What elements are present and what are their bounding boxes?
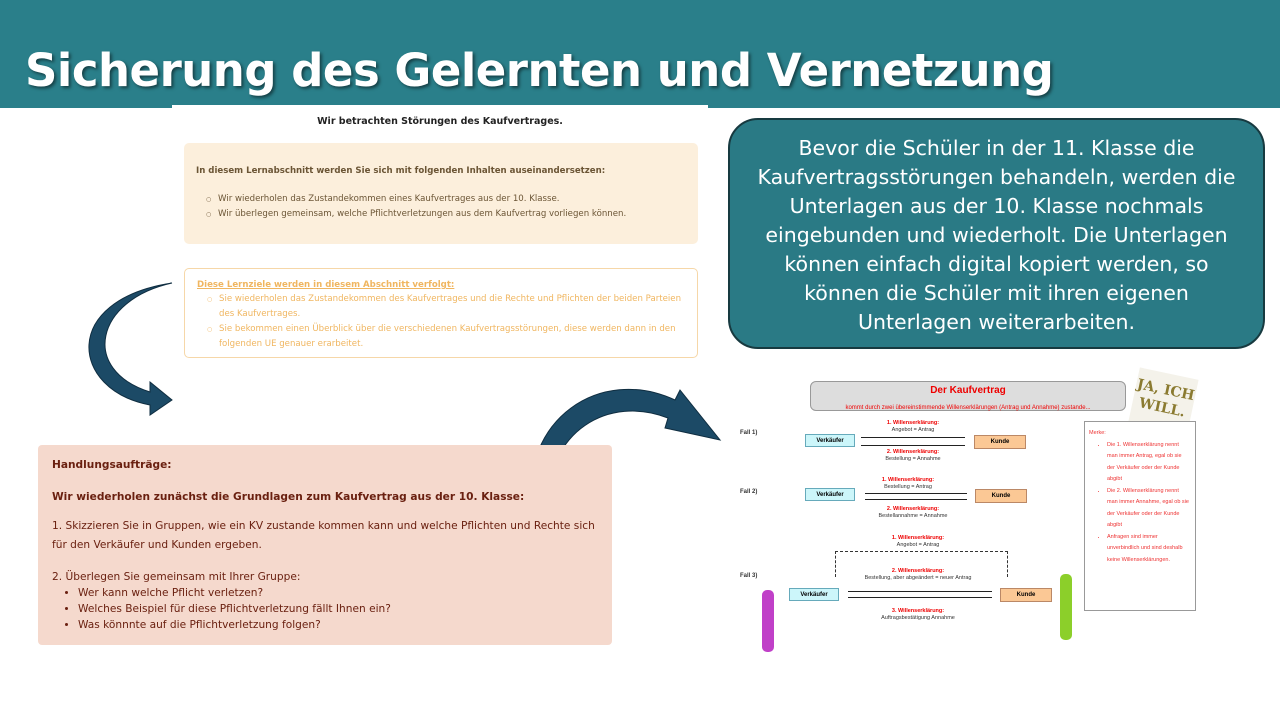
- seller-box: Verkäufer: [789, 588, 839, 601]
- case-second-text: Bestellannahme = Annahme: [878, 513, 948, 519]
- arrow-right: [865, 499, 967, 500]
- seller-box: Verkäufer: [805, 434, 855, 447]
- case-first-label: 1. Willenserklärung:: [881, 477, 935, 483]
- seller-box: Verkäufer: [805, 488, 855, 501]
- task-bullet: Wer kann welche Pflicht verletzen?: [78, 585, 598, 601]
- case-label: Fall 1): [740, 430, 758, 436]
- task-2: 2. Überlegen Sie gemeinsam mit Ihrer Gru…: [52, 571, 301, 583]
- customer-box: Kunde: [1000, 588, 1052, 602]
- merke-item: Die 2. Willenserklärung nennt man immer …: [1107, 486, 1191, 532]
- diagram-title: Der Kaufvertrag: [930, 385, 1006, 396]
- tasks-subtitle: Wir wiederholen zunächst die Grundlagen …: [52, 491, 525, 503]
- task-1: 1. Skizzieren Sie in Gruppen, wie ein KV…: [52, 520, 595, 551]
- arrow-left: [865, 493, 967, 494]
- merke-item: Anfragen sind immer unverbindlich und si…: [1107, 532, 1191, 567]
- goals-box: Diese Lernziele werden in diesem Abschni…: [184, 268, 698, 358]
- panel-heading: Wir betrachten Störungen des Kaufvertrag…: [317, 116, 563, 127]
- goals-title: Diese Lernziele werden in diesem Abschni…: [197, 280, 455, 290]
- case-first-text: Angebot = Antrag: [896, 542, 940, 548]
- goals-item: Sie wiederholen das Zustandekommen des K…: [207, 292, 685, 322]
- lesson-panel: Wir betrachten Störungen des Kaufvertrag…: [172, 105, 708, 363]
- merke-box: Merke: Die 1. Willenserklärung nennt man…: [1084, 421, 1196, 611]
- tasks-title: Handlungsaufträge:: [52, 459, 172, 471]
- dashed-link: [835, 551, 1008, 577]
- case-second-label: 2. Willenserklärung:: [886, 506, 940, 512]
- tasks-box: Handlungsaufträge: Wir wiederholen zunäc…: [38, 445, 612, 645]
- case-first-text: Bestellung = Antrag: [884, 484, 932, 490]
- task-bullet: Welches Beispiel für diese Pflichtverlet…: [78, 601, 598, 617]
- case-second-text: Bestellung = Annahme: [885, 456, 941, 462]
- case-first-label: 1. Willenserklärung:: [891, 535, 945, 541]
- title-bar: [0, 0, 1280, 108]
- slide-title: Sicherung des Gelernten und Vernetzung: [25, 44, 1054, 97]
- goals-item: Sie bekommen einen Überblick über die ve…: [207, 322, 685, 352]
- case-label: Fall 3): [740, 573, 758, 579]
- customer-figure: [1060, 574, 1072, 640]
- arrow-right: [861, 437, 965, 438]
- contents-item: Wir wiederholen das Zustandekommen eines…: [206, 192, 686, 207]
- case-second-label: 2. Willenserklärung:: [886, 449, 940, 455]
- merke-title: Merke:: [1089, 430, 1106, 436]
- curved-arrow-icon: [88, 282, 173, 416]
- case-third-label: 3. Willenserklärung:: [891, 608, 945, 614]
- arrow-left: [861, 445, 965, 446]
- customer-box: Kunde: [975, 489, 1027, 503]
- case-first-text: Angebot = Antrag: [891, 427, 935, 433]
- case-third-text: Auftragsbestätigung Annahme: [881, 615, 955, 621]
- merke-item: Die 1. Willenserklärung nennt man immer …: [1107, 440, 1191, 486]
- case-second-label: 2. Willenserklärung:: [891, 568, 945, 574]
- case-first-label: 1. Willenserklärung:: [886, 420, 940, 426]
- case-second-text: Bestellung, aber abgeändert = neuer Antr…: [864, 575, 972, 581]
- contents-box: In diesem Lernabschnitt werden Sie sich …: [184, 143, 698, 244]
- arrow-right: [848, 597, 992, 598]
- callout-box: Bevor die Schüler in der 11. Klasse die …: [728, 118, 1265, 349]
- diagram-subtitle: kommt durch zwei übereinstimmende Willen…: [845, 405, 1091, 411]
- diagram-header: Der Kaufvertrag kommt durch zwei überein…: [810, 381, 1126, 411]
- kaufvertrag-diagram: Der Kaufvertrag kommt durch zwei überein…: [728, 367, 1202, 660]
- task-bullet: Was könnnte auf die Pflichtverletzung fo…: [78, 617, 598, 633]
- customer-box: Kunde: [974, 435, 1026, 449]
- seller-figure: [762, 590, 774, 652]
- contents-item: Wir überlegen gemeinsam, welche Pflichtv…: [206, 207, 686, 222]
- arrow-left: [848, 591, 992, 592]
- contents-title: In diesem Lernabschnitt werden Sie sich …: [196, 166, 606, 176]
- case-label: Fall 2): [740, 489, 758, 495]
